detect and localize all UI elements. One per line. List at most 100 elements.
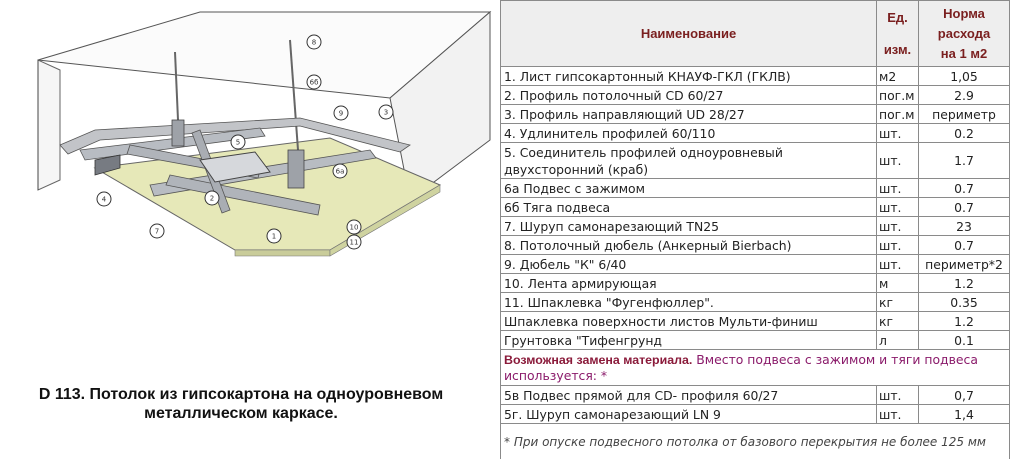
material-norm: 1.7 <box>918 142 1010 179</box>
table-header-row: Наименование Ед. изм. Норма расхода на 1… <box>500 0 1010 67</box>
material-norm: 2.9 <box>918 85 1010 105</box>
material-name: 1. Лист гипсокартонный КНАУФ-ГКЛ (ГКЛВ) <box>500 66 877 86</box>
material-unit: кг <box>876 292 919 312</box>
material-norm: 1,4 <box>918 404 1010 424</box>
alternative-row: Возможная замена материала. Вместо подве… <box>500 349 1010 386</box>
material-norm: 1.2 <box>918 273 1010 293</box>
material-name: 6б Тяга подвеса <box>500 197 877 217</box>
material-name: 3. Профиль направляющий UD 28/27 <box>500 104 877 124</box>
material-name: Грунтовка "Тифенгрунд <box>500 330 877 350</box>
callout-marker: 3 <box>378 104 394 120</box>
callout-number: 8 <box>312 39 316 47</box>
material-unit: шт. <box>876 178 919 198</box>
table-row: 1. Лист гипсокартонный КНАУФ-ГКЛ (ГКЛВ)м… <box>500 66 1010 86</box>
callout-marker: 9 <box>333 105 349 121</box>
ceiling-diagram: 8 6б 9 3 5 6а 4 2 7 1 10 11 <box>0 0 500 459</box>
caption-line-2: металлическом каркасе. <box>144 405 338 422</box>
callout-marker: 5 <box>230 134 246 150</box>
material-unit: м <box>876 273 919 293</box>
norm-header-line-1: Норма <box>943 5 985 21</box>
material-norm: периметр <box>918 104 1010 124</box>
material-name: 9. Дюбель "К" 6/40 <box>500 254 877 274</box>
callout-number: 3 <box>384 109 388 117</box>
norm-header-line-3: на 1 м2 <box>940 45 988 61</box>
material-unit: м2 <box>876 66 919 86</box>
callout-number: 1 <box>272 233 276 241</box>
callout-number: 11 <box>350 239 359 247</box>
column-header-norm: Норма расхода на 1 м2 <box>918 0 1010 67</box>
material-unit: шт. <box>876 216 919 236</box>
material-norm: 1.2 <box>918 311 1010 331</box>
material-norm: 0.7 <box>918 178 1010 198</box>
callout-number: 6а <box>336 168 345 176</box>
material-name: 5г. Шуруп самонарезающий LN 9 <box>500 404 877 424</box>
material-name: 6а Подвес с зажимом <box>500 178 877 198</box>
ceiling-diagram-drawing: 8 6б 9 3 5 6а 4 2 7 1 10 11 <box>37 10 492 257</box>
table-row: 5. Соединитель профилей одноуровневый дв… <box>500 142 1010 179</box>
alternative-cell: Возможная замена материала. Вместо подве… <box>500 349 1010 386</box>
material-unit: шт. <box>876 385 919 405</box>
material-name: 4. Удлинитель профилей 60/110 <box>500 123 877 143</box>
callout-number: 7 <box>155 228 159 236</box>
material-norm: 0.35 <box>918 292 1010 312</box>
material-unit: шт. <box>876 142 919 179</box>
material-name: Шпаклевка поверхности листов Мульти-фини… <box>500 311 877 331</box>
footnote-row: * При опуске подвесного потолка от базов… <box>500 423 1010 459</box>
material-norm: периметр*2 <box>918 254 1010 274</box>
callout-number: 5 <box>236 139 240 147</box>
material-norm: 0,7 <box>918 385 1010 405</box>
material-unit: пог.м <box>876 85 919 105</box>
material-name: 2. Профиль потолочный CD 60/27 <box>500 85 877 105</box>
alternative-title: Возможная замена материала. <box>504 352 693 367</box>
material-name: 5в Подвес прямой для CD- профиля 60/27 <box>500 385 877 405</box>
unit-header-line-1: Ед. <box>887 9 908 25</box>
material-name: 10. Лента армирующая <box>500 273 877 293</box>
footnote: * При опуске подвесного потолка от базов… <box>500 423 1010 459</box>
callout-marker: 10 <box>346 219 362 235</box>
callout-marker: 7 <box>149 223 165 239</box>
material-name: 11. Шпаклевка "Фугенфюллер". <box>500 292 877 312</box>
material-unit: шт. <box>876 197 919 217</box>
material-unit: шт. <box>876 254 919 274</box>
callout-marker: 4 <box>96 191 112 207</box>
material-name: 8. Потолочный дюбель (Анкерный Bierbach) <box>500 235 877 255</box>
material-norm: 0.7 <box>918 197 1010 217</box>
callout-number: 2 <box>210 195 214 203</box>
callout-number: 10 <box>350 224 359 232</box>
caption-line-1: D 113. Потолок из гипсокартона на одноур… <box>38 386 444 403</box>
callout-marker: 1 <box>266 228 282 244</box>
unit-header-line-2: изм. <box>883 41 912 57</box>
callout-marker: 6б <box>306 74 322 90</box>
table-row: 8. Потолочный дюбель (Анкерный Bierbach)… <box>500 235 1010 255</box>
callout-number: 6б <box>310 79 319 87</box>
material-norm: 0.7 <box>918 235 1010 255</box>
material-norm: 23 <box>918 216 1010 236</box>
column-header-name: Наименование <box>500 0 877 67</box>
material-unit: кг <box>876 311 919 331</box>
callout-marker: 2 <box>204 190 220 206</box>
material-unit: пог.м <box>876 104 919 124</box>
callout-marker: 8 <box>306 34 322 50</box>
material-norm: 1,05 <box>918 66 1010 86</box>
material-name: 7. Шуруп самонарезающий TN25 <box>500 216 877 236</box>
callout-marker: 11 <box>346 234 362 250</box>
material-unit: шт. <box>876 404 919 424</box>
table-row: Шпаклевка поверхности листов Мульти-фини… <box>500 311 1010 331</box>
material-norm: 0.1 <box>918 330 1010 350</box>
norm-header-line-2: расхода <box>937 25 991 41</box>
material-norm: 0.2 <box>918 123 1010 143</box>
callout-marker: 6а <box>332 163 348 179</box>
material-unit: шт. <box>876 235 919 255</box>
